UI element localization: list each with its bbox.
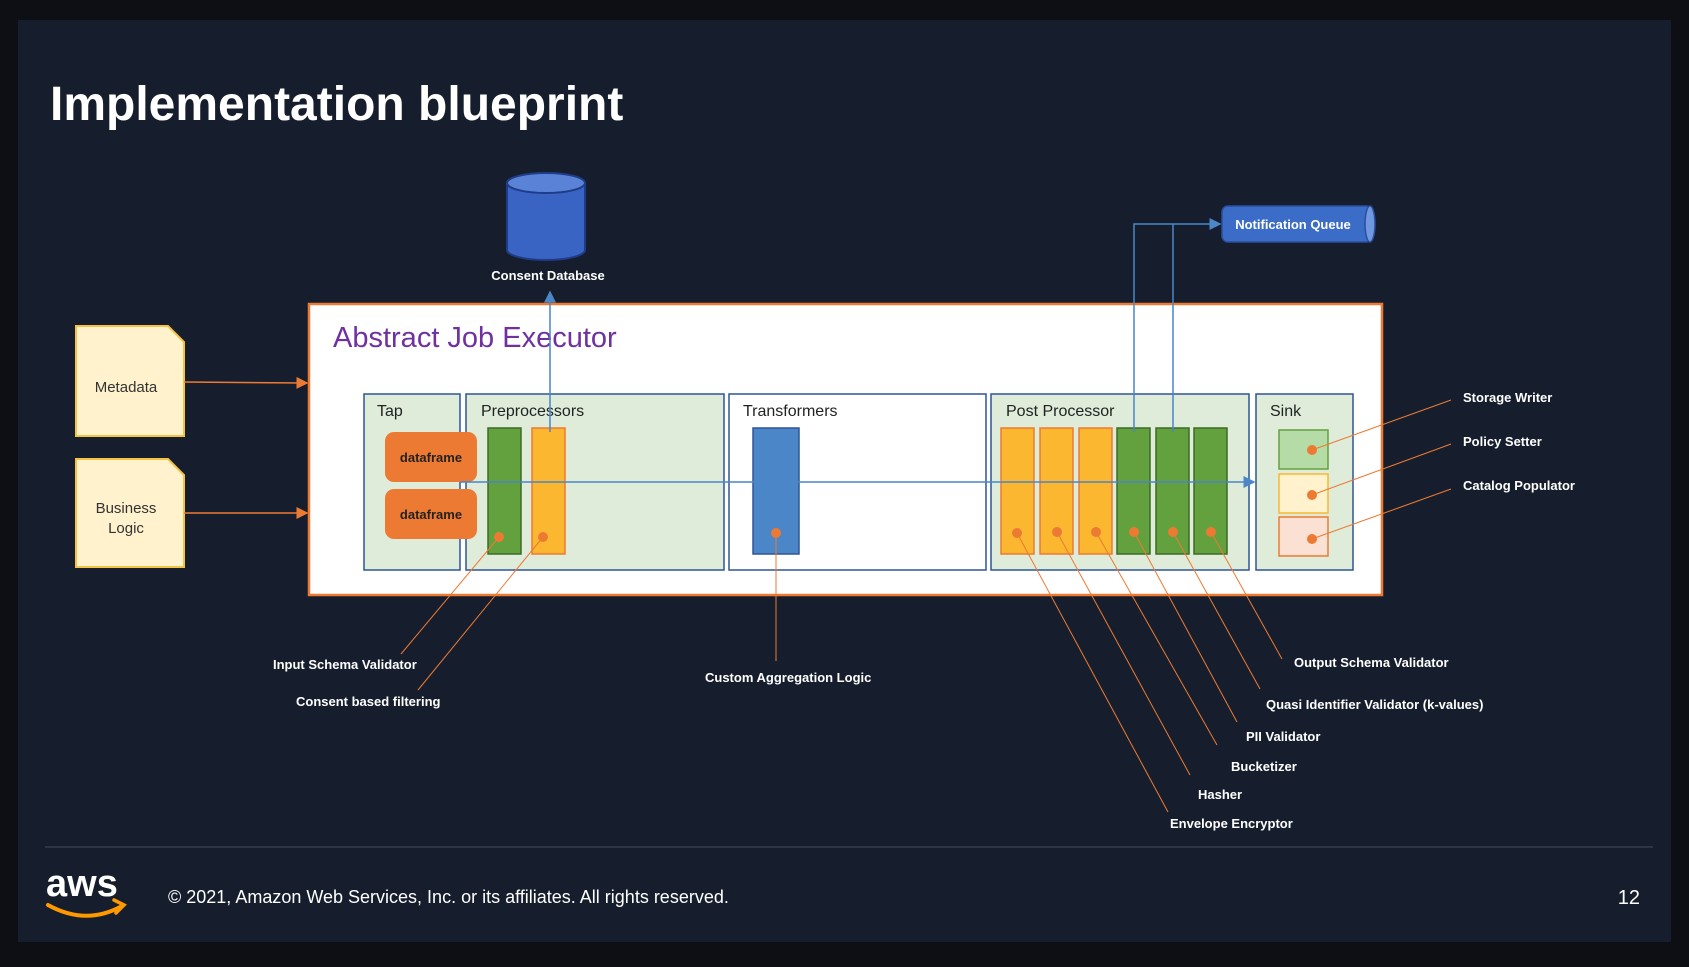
copyright-text: © 2021, Amazon Web Services, Inc. or its…: [168, 887, 729, 907]
pii-validator-label: PII Validator: [1246, 729, 1320, 744]
dataframe-block: [385, 489, 477, 539]
bucketizer-label: Bucketizer: [1231, 759, 1297, 774]
post-processor-stage-label: Post Processor: [1006, 403, 1115, 420]
hasher-label: Hasher: [1198, 787, 1242, 802]
metadata-arrow: [183, 376, 309, 389]
metadata-label: Metadata: [95, 379, 158, 396]
notification-queue-label: Notification Queue: [1235, 217, 1351, 232]
page-number: 12: [1618, 887, 1640, 909]
quasi-identifier-label: Quasi Identifier Validator (k-values): [1266, 697, 1483, 712]
input-schema-validator-label: Input Schema Validator: [273, 657, 417, 672]
consent-filter-block: [531, 427, 566, 555]
catalog-populator-label: Catalog Populator: [1463, 478, 1575, 493]
aws-logo-text: aws: [46, 863, 118, 905]
catalog-populator-block: [1278, 516, 1329, 557]
consent-database-icon: [506, 172, 586, 261]
business-logic-note: Business Logic: [75, 458, 185, 568]
output-schema-validator-label: Output Schema Validator: [1294, 655, 1449, 670]
input-schema-validator-block: [487, 427, 522, 555]
transformers-stage-label: Transformers: [743, 403, 838, 420]
business-logic-label-line2: Logic: [108, 520, 144, 537]
storage-writer-label: Storage Writer: [1463, 390, 1552, 405]
callout-labels: Input Schema Validator Consent based fil…: [273, 390, 1575, 831]
dataframe-label: dataframe: [400, 507, 462, 522]
consent-filtering-label: Consent based filtering: [296, 694, 441, 709]
metadata-note: Metadata: [75, 325, 185, 437]
consent-database-label: Consent Database: [491, 268, 604, 283]
executor-title: Abstract Job Executor: [333, 322, 617, 354]
notification-queue-icon: [1221, 205, 1376, 243]
dataframe-block: [385, 432, 477, 482]
storage-writer-block: [1278, 429, 1329, 470]
sink-stage-label: Sink: [1270, 403, 1302, 420]
notification-arrow: [1133, 218, 1222, 432]
policy-setter-block: [1278, 473, 1329, 514]
dataframe-label: dataframe: [400, 450, 462, 465]
business-logic-label-line1: Business: [96, 500, 157, 517]
custom-aggregation-label: Custom Aggregation Logic: [705, 670, 871, 685]
envelope-encryptor-label: Envelope Encryptor: [1170, 816, 1293, 831]
aws-logo: aws: [46, 863, 127, 918]
preprocessors-stage-label: Preprocessors: [481, 403, 584, 420]
slide-title: Implementation blueprint: [50, 78, 623, 131]
tap-stage-label: Tap: [377, 403, 403, 420]
policy-setter-label: Policy Setter: [1463, 434, 1542, 449]
callout-lines: [400, 399, 1452, 813]
